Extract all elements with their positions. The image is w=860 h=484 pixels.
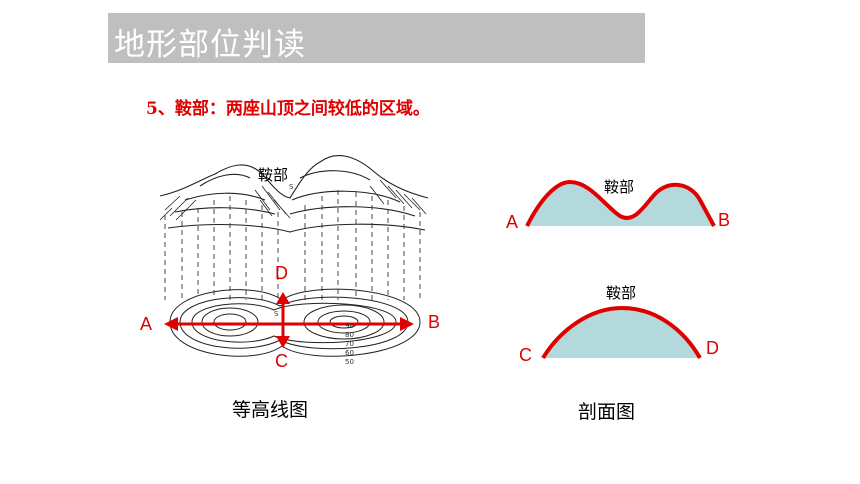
contour-value: 80	[345, 331, 354, 339]
cd-profile-left-label: C	[519, 345, 532, 365]
point-c-label: C	[275, 351, 288, 371]
page-title: 地形部位判读	[114, 27, 306, 63]
contour-value: 60	[345, 349, 354, 357]
projection-lines	[164, 190, 421, 300]
contour-value: 70	[345, 340, 354, 348]
ab-profile	[525, 179, 716, 227]
ab-profile-right-label: B	[718, 210, 731, 230]
contour-value: 90	[345, 322, 354, 330]
ab-saddle-label: 鞍部	[604, 178, 635, 196]
block-saddle-label: 鞍部	[258, 166, 289, 184]
point-b-label: B	[428, 312, 441, 332]
profile-caption: 剖面图	[578, 401, 636, 423]
point-a-label: A	[140, 314, 153, 334]
cd-saddle-label: 鞍部	[606, 284, 637, 302]
mountain-block	[159, 155, 429, 233]
slope-hatching	[159, 179, 427, 221]
ab-section-line	[164, 317, 414, 331]
cd-section-line	[276, 292, 290, 348]
ab-profile-left-label: A	[506, 212, 519, 232]
contour-saddle-marker: S	[274, 310, 279, 318]
block-saddle-marker: S	[289, 183, 294, 191]
saddle-definition: 5、鞍部：两座山顶之间较低的区域。	[146, 99, 430, 119]
title-bar: 地形部位判读	[108, 13, 645, 63]
contour-map-caption: 等高线图	[232, 399, 309, 421]
contour-value: 50	[345, 358, 354, 366]
cd-profile	[541, 305, 702, 360]
point-d-label: D	[275, 263, 288, 283]
cd-profile-right-label: D	[706, 338, 719, 358]
